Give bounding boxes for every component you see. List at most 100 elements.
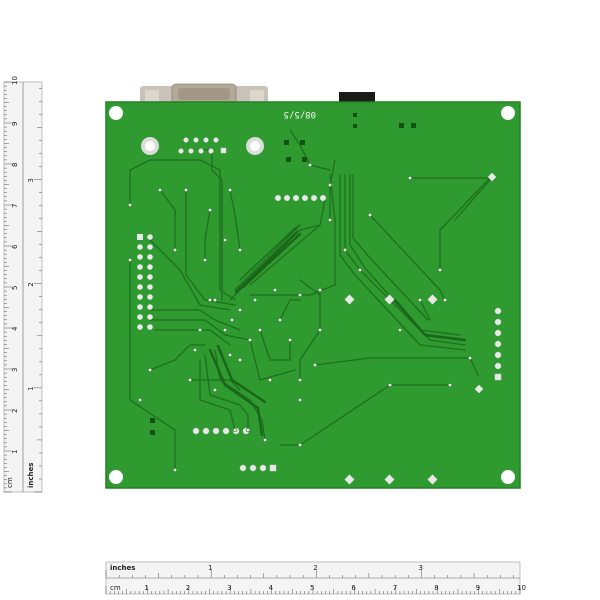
- via: [222, 237, 228, 243]
- left-ruler-cm-number: 2: [11, 409, 19, 413]
- mounting-holes: [109, 106, 515, 484]
- via: [387, 382, 393, 388]
- via: [357, 267, 363, 273]
- diamond-pads: [344, 172, 497, 485]
- via: [127, 257, 133, 263]
- header-pad: [147, 264, 153, 270]
- bottom-ruler-cm-number: 6: [351, 584, 356, 592]
- via: [297, 442, 303, 448]
- via: [297, 397, 303, 403]
- header-pad: [137, 294, 143, 300]
- via: [297, 292, 303, 298]
- header-pads: [137, 234, 153, 330]
- bottom-ruler-cm-number: 5: [310, 584, 314, 592]
- smd-pads: [150, 113, 416, 435]
- header-pad: [137, 274, 143, 280]
- left-ruler-cm-number: 3: [11, 368, 19, 372]
- left-ruler-inch-numbers: 123: [27, 178, 35, 391]
- header-pad: [147, 314, 153, 320]
- via: [227, 187, 233, 193]
- bottom-ruler-cm-number: 4: [269, 584, 274, 592]
- via: [137, 397, 143, 403]
- bottom-ruler-cm-number: 3: [227, 584, 231, 592]
- via: [183, 187, 189, 193]
- left-ruler-cm-label: cm: [6, 477, 14, 488]
- header-pad: [137, 314, 143, 320]
- via: [232, 427, 238, 433]
- via: [317, 287, 323, 293]
- left-ruler-cm-number: 7: [11, 204, 19, 208]
- header-pad: [137, 284, 143, 290]
- left-ruler-cm-number: 8: [11, 163, 19, 167]
- left-ruler-cm-number: 9: [11, 122, 19, 126]
- pcb-traces: [129, 129, 491, 471]
- via: [237, 307, 243, 313]
- pcb-vias: [127, 162, 473, 473]
- bottom-ruler-cm-number: 10: [517, 584, 526, 592]
- left-ruler-cm-number: 6: [11, 244, 19, 249]
- via: [172, 247, 178, 253]
- header-pad: [137, 304, 143, 310]
- left-ruler-cm-number: 1: [11, 450, 19, 454]
- header-pad: [147, 274, 153, 280]
- pcb-board: 08/5/5: [105, 83, 521, 489]
- header-pad: [137, 254, 143, 260]
- header-pad: [147, 284, 153, 290]
- left-ruler-cm-number: 4: [11, 326, 19, 331]
- via: [197, 327, 203, 333]
- via: [229, 317, 235, 323]
- via: [397, 327, 403, 333]
- left-ruler-inch-number: 2: [27, 282, 35, 286]
- pcb-bus-traces: [208, 230, 467, 437]
- left-ruler-cm-number: 5: [11, 286, 19, 290]
- ic-top-pads: [274, 194, 327, 202]
- header-pad: [147, 304, 153, 310]
- via: [407, 175, 413, 181]
- left-ruler-inch-number: 3: [27, 178, 35, 182]
- via: [192, 347, 198, 353]
- via: [312, 362, 318, 368]
- via: [245, 427, 251, 433]
- header-pad: [147, 244, 153, 250]
- right-pad-column: [494, 307, 502, 381]
- via: [417, 297, 423, 303]
- header-pad: [137, 324, 143, 330]
- via: [257, 327, 263, 333]
- via: [327, 217, 333, 223]
- via: [237, 357, 243, 363]
- via: [442, 297, 448, 303]
- bottom-ruler-cm-number: 1: [144, 584, 148, 592]
- bottom-ruler-inch-number: 1: [208, 564, 212, 572]
- via: [252, 297, 258, 303]
- via: [157, 187, 163, 193]
- left-ruler-ticks: [4, 81, 42, 493]
- left-ruler-cm-numbers: 1 2 3 4 5 6 7 8 9 10: [11, 76, 19, 454]
- via: [207, 207, 213, 213]
- header-pad: [147, 324, 153, 330]
- via: [187, 377, 193, 383]
- via: [172, 467, 178, 473]
- via: [207, 297, 213, 303]
- left-ruler: 1 2 3 4 5 6 7 8 9 10 1 2 3 inches cm: [3, 76, 43, 493]
- via: [227, 352, 233, 358]
- header-pad: [147, 234, 153, 240]
- db9-connector: [140, 83, 268, 107]
- bottom-ruler-cm-number: 9: [476, 584, 480, 592]
- via: [342, 247, 348, 253]
- header-pad: [137, 244, 143, 250]
- header-pad: [137, 234, 143, 240]
- via: [127, 202, 133, 208]
- via: [222, 327, 228, 333]
- via: [267, 377, 273, 383]
- db9-pads: [178, 137, 227, 154]
- via: [297, 377, 303, 383]
- via: [317, 327, 323, 333]
- left-ruler-cm-number: 10: [11, 76, 19, 85]
- via: [237, 247, 243, 253]
- via: [247, 337, 253, 343]
- left-ruler-inches-label: inches: [27, 463, 35, 488]
